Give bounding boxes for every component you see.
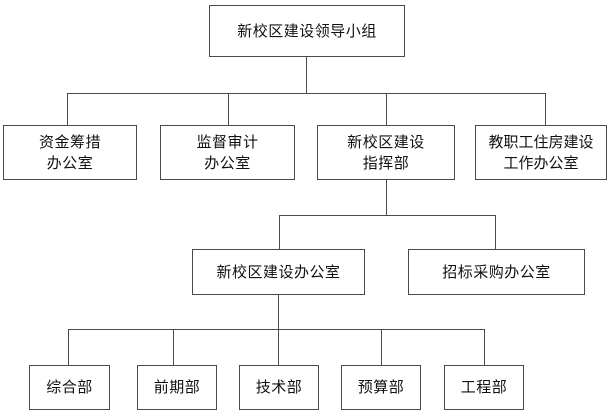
node-funding-office[interactable]: 资金筹措 办公室 [3, 125, 137, 180]
node-root-leadership-group[interactable]: 新校区建设领导小组 [209, 5, 405, 57]
node-new-campus-command[interactable]: 新校区建设 指挥部 [317, 125, 455, 180]
connector-drop-level2-1 [67, 93, 68, 125]
node-staff-housing-office[interactable]: 教职工住房建设 工作办公室 [475, 125, 607, 180]
node-budget-department[interactable]: 预算部 [341, 365, 421, 410]
connector-level4-bus [68, 329, 485, 330]
connector-command-stem [386, 180, 387, 216]
node-engineering-department[interactable]: 工程部 [444, 365, 524, 410]
connector-drop-level4-3 [278, 329, 279, 365]
connector-construction-office-stem [278, 295, 279, 330]
connector-drop-level2-3 [386, 93, 387, 125]
connector-drop-level2-2 [228, 93, 229, 125]
node-bidding-procurement-office[interactable]: 招标采购办公室 [408, 249, 585, 295]
connector-drop-level4-1 [68, 329, 69, 365]
connector-drop-level4-4 [381, 329, 382, 365]
connector-drop-level3-1 [279, 215, 280, 249]
node-new-campus-construction-office[interactable]: 新校区建设办公室 [192, 249, 365, 295]
connector-drop-level4-2 [173, 329, 174, 365]
connector-level3-bus [279, 215, 496, 216]
node-preliminary-department[interactable]: 前期部 [137, 365, 217, 410]
connector-drop-level2-4 [545, 93, 546, 125]
connector-level2-bus [67, 93, 546, 94]
node-supervision-audit-office[interactable]: 监督审计 办公室 [160, 125, 295, 180]
node-general-department[interactable]: 综合部 [29, 365, 110, 410]
connector-drop-level3-2 [495, 215, 496, 249]
connector-drop-level4-5 [484, 329, 485, 365]
connector-root-stem [306, 57, 307, 94]
node-technical-department[interactable]: 技术部 [239, 365, 319, 410]
